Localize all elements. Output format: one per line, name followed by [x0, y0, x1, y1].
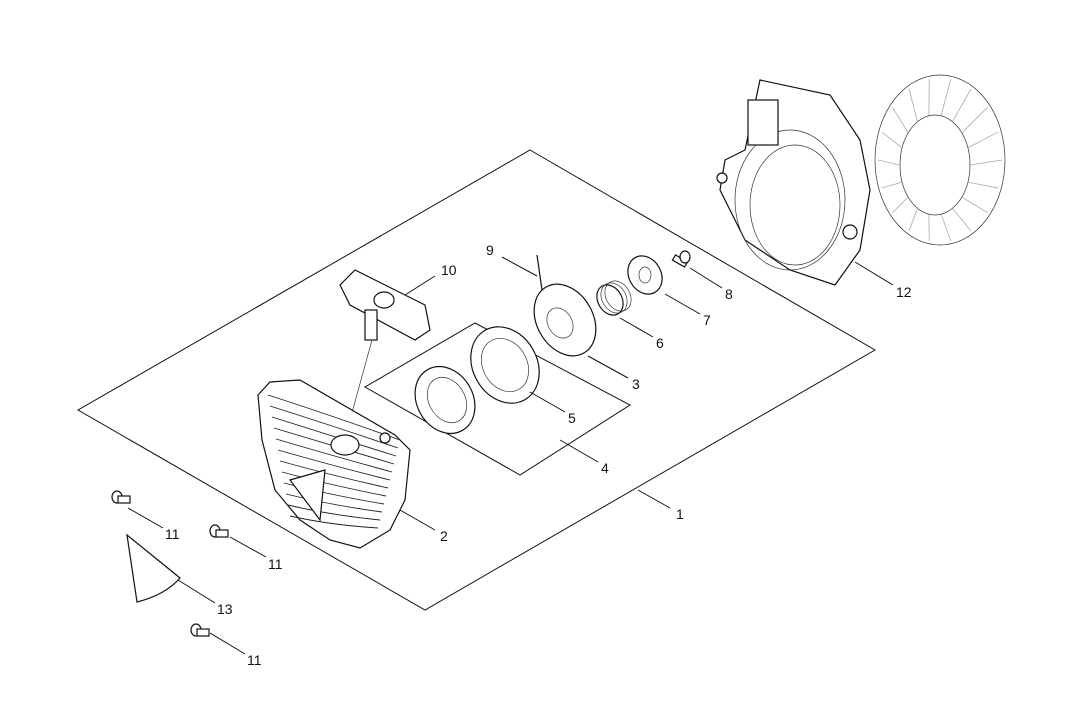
- callout-8: 8: [725, 286, 733, 302]
- screw-11-part: [111, 490, 131, 504]
- callout-6: 6: [656, 335, 664, 351]
- cover-grille-slat: [277, 449, 391, 481]
- assembly-4-outline: [363, 322, 631, 476]
- callout-9: 9: [486, 242, 494, 258]
- callout-12: 12: [896, 284, 912, 300]
- ratchet-part: [627, 255, 663, 295]
- flywheel-part: [874, 74, 1006, 246]
- cover-grille-slat: [287, 504, 381, 521]
- ratchet-spring-part: [596, 280, 632, 316]
- cover-grille-slat: [289, 515, 379, 529]
- callout-10: 10: [441, 262, 457, 278]
- flywheel-fin: [952, 88, 972, 122]
- decal-13-part: [126, 533, 181, 603]
- callout-3: 3: [632, 376, 640, 392]
- cover-grille-slat: [275, 438, 393, 473]
- flywheel-fin: [961, 196, 988, 214]
- flywheel-fin: [940, 79, 952, 116]
- cover-grille-slat: [285, 493, 383, 513]
- fan-housing-part: [716, 79, 871, 286]
- callout-1: 1: [676, 506, 684, 522]
- spring-case-part: [470, 326, 540, 404]
- cover-grille-slat: [279, 460, 389, 489]
- flywheel-fin: [940, 214, 952, 241]
- screw-11-part: [190, 623, 210, 637]
- callout-7: 7: [703, 312, 711, 328]
- starter-cover-part: [257, 379, 411, 549]
- assembly-1-outline: [76, 149, 876, 611]
- callout-11: 11: [247, 652, 262, 668]
- flywheel-fin: [892, 107, 909, 134]
- flywheel-fin: [881, 181, 903, 189]
- flywheel-fin: [877, 159, 901, 166]
- callout-11: 11: [165, 526, 180, 542]
- cover-grille-slat: [281, 471, 387, 497]
- flywheel-fin: [908, 208, 918, 232]
- recoil-spring-part: [414, 366, 476, 434]
- flywheel-fin: [892, 196, 909, 213]
- callout-11: 11: [268, 556, 283, 572]
- screw-8-part: [671, 250, 691, 268]
- screw-11-part: [209, 524, 229, 538]
- callout-4: 4: [601, 460, 609, 476]
- cover-grille-slat: [271, 416, 397, 457]
- rope-reel-part: [533, 283, 597, 357]
- flywheel-fin: [967, 181, 999, 189]
- starter-handle-part: [339, 269, 431, 421]
- flywheel-fin: [969, 159, 1003, 166]
- callout-2: 2: [440, 528, 448, 544]
- flywheel-fin: [967, 131, 999, 149]
- flywheel-fin: [952, 208, 972, 232]
- flywheel-fin: [961, 107, 988, 134]
- flywheel-fin: [881, 131, 903, 149]
- starter-rope-part: [536, 254, 543, 291]
- leader-lines: [127, 256, 894, 655]
- callout-5: 5: [568, 410, 576, 426]
- flywheel-fin: [908, 88, 918, 122]
- callout-13: 13: [217, 601, 233, 617]
